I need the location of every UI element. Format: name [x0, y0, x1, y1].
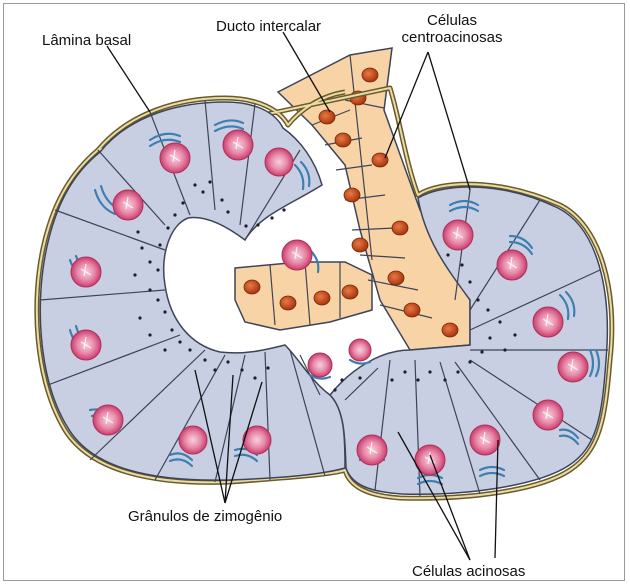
- label-celulas-acinosas: Células acinosas: [412, 563, 525, 580]
- label-ducto-intercalar: Ducto intercalar: [216, 18, 321, 35]
- label-lamina-basal: Lâmina basal: [42, 32, 131, 49]
- label-granulos-zimogenio: Grânulos de zimogênio: [128, 508, 282, 525]
- label-celulas-centroacinosas: Células centroacinosas: [382, 12, 522, 46]
- label-celulas-centroacinosas-line2: centroacinosas: [382, 29, 522, 46]
- label-celulas-centroacinosas-line1: Células: [382, 12, 522, 29]
